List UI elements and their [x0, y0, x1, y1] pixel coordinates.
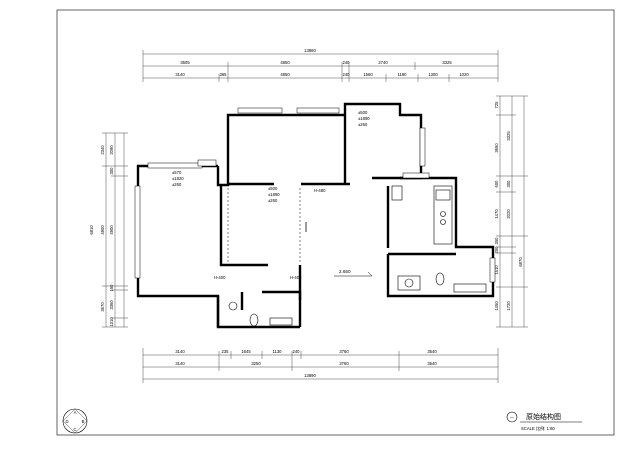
bottom-dim-2: 235 — [222, 349, 230, 354]
bottom-dim-6: 3760 — [339, 349, 349, 354]
right-dim-3: 600 — [494, 180, 499, 188]
bathroom-basin-icon — [228, 301, 238, 311]
left-dim2-5: 3360 — [109, 300, 114, 310]
left-dim-3: 3670 — [100, 302, 105, 312]
room-a-mark-2: ±1820 — [172, 176, 184, 181]
right-dim-2: 3650 — [494, 143, 499, 153]
beam-height-3: H-400 — [290, 275, 302, 280]
room-c-mark-1: ±500 — [358, 110, 368, 115]
room-b-mark-2: ±1890 — [268, 192, 280, 197]
right-dim-6: 250 — [494, 246, 499, 254]
right-dim2-5: 1720 — [506, 301, 511, 311]
washbasin-icon — [397, 275, 421, 291]
room-a-mark-1: ±570 — [172, 170, 182, 175]
beam-height-2: H-400 — [214, 275, 226, 280]
bathroom-cabinet-icon — [269, 317, 293, 326]
right-dim2-2: 300 — [506, 180, 511, 188]
right-dimensions: 725 3650 600 1470 350 250 1510 1450 3325… — [494, 95, 528, 328]
compass-d: D — [65, 419, 68, 424]
right-dim-5: 350 — [494, 237, 499, 245]
room-c-mark-2: ±1890 — [358, 116, 370, 121]
compass-a: A — [74, 410, 77, 415]
left-dim-1: 2340 — [100, 145, 105, 155]
toilet-icon — [435, 272, 445, 286]
scale-label: SCALE 比例: 1:60 — [521, 425, 555, 432]
top-dim2-6: 1180 — [397, 72, 407, 77]
compass: A B C D — [62, 408, 88, 434]
title-block: 一 原始结构图 SCALE 比例: 1:60 — [506, 411, 582, 432]
top-dim2-8: 1020 — [459, 72, 469, 77]
bottom-dim-5: 240 — [293, 349, 301, 354]
beam-height-1: H-480 — [314, 188, 326, 193]
bottom-dim-3: 1645 — [241, 349, 251, 354]
top-dim-1: 3505 — [180, 60, 190, 65]
top-dim-2: 4850 — [280, 60, 290, 65]
compass-c: C — [73, 427, 76, 432]
bottom-total-dim: 13890 — [304, 373, 316, 378]
top-total-dim: 13860 — [304, 48, 316, 53]
top-dimensions: 13860 3505 4850 240 2740 3325 3140 365 4… — [142, 48, 499, 82]
stove-burner-icon — [440, 211, 446, 217]
top-dim-3: 240 — [343, 60, 351, 65]
room-c-mark-3: ±260 — [358, 122, 368, 127]
right-dim2-1: 3325 — [506, 131, 511, 141]
fridge-icon — [391, 185, 403, 201]
drawing-frame — [56, 9, 615, 436]
sink-icon — [435, 189, 451, 201]
bottom-dim2-1: 3140 — [175, 361, 185, 366]
bottom-dim2-2: 3250 — [251, 361, 261, 366]
compass-b: B — [82, 419, 85, 424]
room-annotations: ±570 ±1820 ±260 ±500 ±1890 ±260 ±500 ±18… — [172, 110, 370, 280]
right-dim-8: 1450 — [494, 301, 499, 311]
bottom-dim2-3: 3760 — [339, 361, 349, 366]
right-dim2-4: 6870 — [518, 257, 523, 267]
fixtures — [228, 185, 487, 327]
right-dim2-3: 2020 — [506, 209, 511, 219]
bottom-dim-4: 1130 — [272, 349, 282, 354]
left-dim2-6: 1310 — [109, 317, 114, 327]
room-b-mark-3: ±260 — [268, 198, 278, 203]
stove-burner-icon — [440, 219, 446, 225]
top-dim2-1: 3140 — [175, 72, 185, 77]
top-dim2-2: 365 — [220, 72, 228, 77]
right-dim-1: 725 — [494, 101, 499, 109]
title-circle-text: 一 — [510, 415, 514, 420]
bathroom-counter-icon — [453, 283, 487, 293]
bottom-dim-1: 3140 — [175, 349, 185, 354]
left-total-dim: 6810 — [89, 225, 94, 235]
right-dim-7: 1510 — [494, 265, 499, 275]
counter-icon — [433, 185, 453, 245]
left-dim2-2: 300 — [109, 167, 114, 175]
bottom-dim-7: 3540 — [427, 349, 437, 354]
left-dim2-1: 2090 — [109, 145, 114, 155]
top-dim-4: 2740 — [378, 60, 388, 65]
basin-icon — [404, 278, 414, 288]
left-dim2-3: 4900 — [109, 225, 114, 235]
floor-level: 2.650 — [339, 269, 351, 274]
beam-lines — [227, 188, 373, 277]
room-a-mark-3: ±260 — [172, 182, 182, 187]
drawing-title: 原始结构图 — [526, 412, 561, 421]
left-dim-2: 4900 — [100, 225, 105, 235]
walls — [136, 102, 495, 329]
bottom-dim2-4: 3540 — [427, 361, 437, 366]
top-dim-5: 3325 — [442, 60, 452, 65]
bathroom-toilet-icon — [249, 313, 259, 327]
top-dim2-4: 240 — [343, 72, 351, 77]
room-b-mark-1: ±500 — [268, 186, 278, 191]
title-circle — [506, 411, 518, 423]
top-dim2-7: 1300 — [428, 72, 438, 77]
windows — [134, 107, 496, 283]
left-dimensions: 2340 4900 3670 2090 300 4900 150 3360 13… — [89, 132, 128, 328]
top-dim2-5: 1560 — [363, 72, 373, 77]
bottom-dimensions: 3140 235 1645 1130 240 3760 3540 3140 32… — [142, 348, 499, 383]
top-dim2-3: 4850 — [280, 72, 290, 77]
left-dim2-4: 150 — [109, 284, 114, 292]
right-dim-4: 1470 — [494, 209, 499, 219]
